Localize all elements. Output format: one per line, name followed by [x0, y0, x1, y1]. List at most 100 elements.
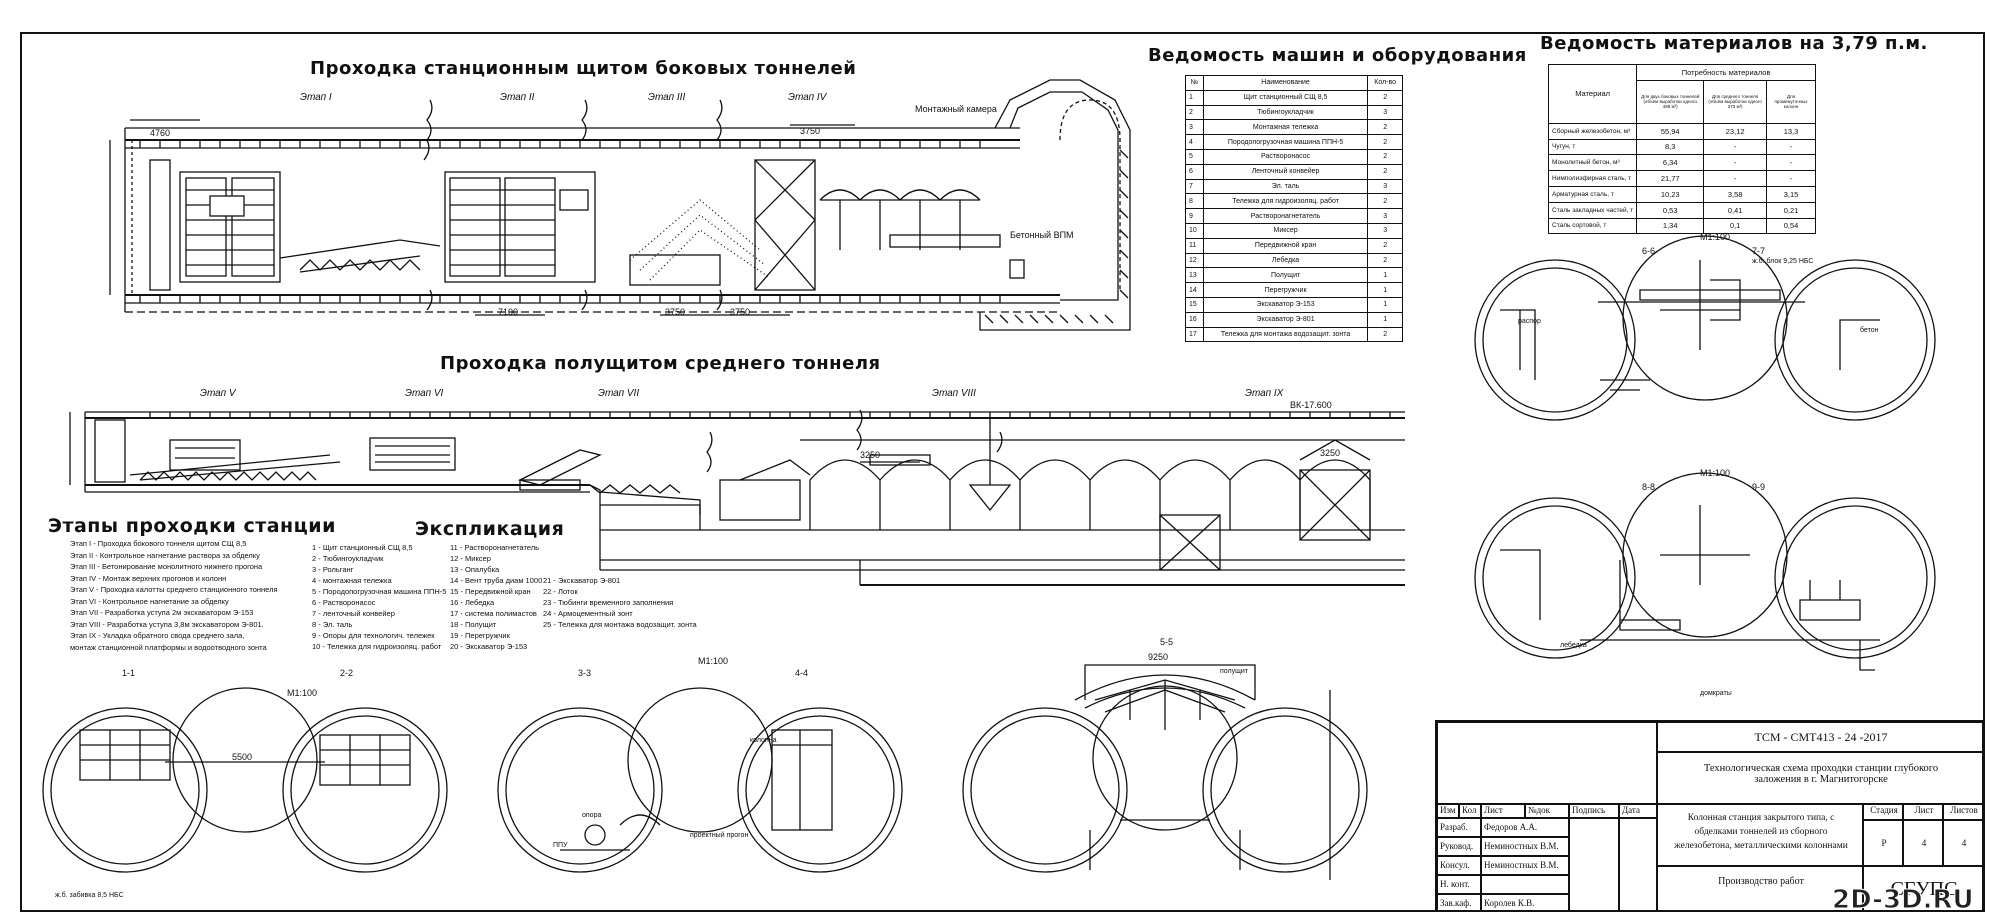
table-cell: 2	[1367, 119, 1403, 136]
label-kolonna: колонна	[750, 737, 777, 744]
table-header: Кол-во	[1367, 75, 1403, 91]
list-item: 9 - Опоры для технологич. тележек	[312, 631, 435, 640]
materials-table: Материал Потребность материалов Для двух…	[1547, 64, 1816, 235]
table-cell: 15	[1185, 296, 1204, 313]
section-label: 5-5	[1160, 637, 1174, 647]
table-cell: 3,58	[1703, 185, 1768, 203]
list-item: 15 - Передвижной кран	[450, 587, 531, 596]
title-explication: Экспликация	[415, 518, 565, 540]
cross-sections-right	[1474, 235, 1936, 671]
explication-col1: 1 - Щит станционный СЩ 8,5 2 - Тюбингоук…	[312, 542, 446, 652]
stage-label: Этап II	[500, 92, 535, 103]
table-cell: 3	[1367, 178, 1403, 195]
table-cell: 1	[1367, 311, 1403, 328]
signature-column	[1569, 818, 1619, 912]
title-materials: Ведомость материалов на 3,79 п.м.	[1540, 33, 1928, 54]
right-label: Монтажный камера	[915, 104, 997, 114]
table-cell: 17	[1185, 326, 1204, 343]
note-bottom: ж.б. забивка 8,5 НБС	[55, 892, 124, 899]
section-label: 1-1	[122, 668, 136, 678]
drawing-description: Колонная станция закрытого типа, с обдел…	[1657, 804, 1863, 866]
table-cell: Растворонасос	[1202, 148, 1369, 165]
section-label: 7-7	[1752, 246, 1766, 256]
stage-label: Стадия	[1863, 804, 1903, 820]
dim-5500: 5500	[232, 752, 253, 762]
list-item: 5 - Породопогрузочная машина ППН-5	[312, 587, 447, 596]
table-cell: 10,23	[1636, 185, 1705, 203]
list-item: 8 - Эл. таль	[312, 620, 353, 629]
list-item: Этап VII - Разработка уступа 2м экскават…	[70, 608, 254, 617]
table-cell: Породопогрузочная машина ППН-5	[1202, 134, 1369, 150]
table-cell: 55,94	[1636, 122, 1705, 140]
table-cell: -	[1766, 138, 1816, 156]
table-cell: Ленточный конвейер	[1202, 163, 1369, 180]
section-label: 4-4	[795, 668, 809, 678]
table-header: Для среднего тоннеля (объём выработки од…	[1703, 79, 1768, 124]
sheet-value: 4	[1903, 820, 1943, 866]
table-cell: 2	[1367, 237, 1403, 254]
stage-label: Этап III	[648, 92, 686, 103]
sheets-label: Листов	[1943, 804, 1983, 820]
table-header: Для промежуточных колонн	[1766, 79, 1816, 124]
table-cell: 13,3	[1766, 122, 1816, 140]
title-side-tunnels: Проходка станционным щитом боковых тонне…	[310, 58, 857, 79]
list-item: Этап III - Бетонирование монолитного ниж…	[70, 562, 263, 571]
table-cell: 14	[1185, 282, 1204, 298]
table-cell: 8,3	[1636, 138, 1705, 156]
table-cell: 1	[1367, 267, 1403, 284]
list-item: 17 - система полимастов	[450, 609, 537, 618]
sheet-label: Лист	[1903, 804, 1943, 820]
table-cell: 2	[1367, 89, 1403, 106]
table-cell: Полущит	[1202, 267, 1369, 284]
stage-label: Этап V	[200, 388, 236, 399]
table-cell: 12	[1185, 252, 1204, 269]
table-cell: Растворонагнетатель	[1202, 208, 1369, 224]
list-item: Этап I - Проходка бокового тоннеля щитом…	[70, 539, 247, 548]
table-cell: Тюбингоукладчик	[1202, 104, 1369, 121]
table-cell: -	[1766, 170, 1816, 187]
stamp-person: Королев К.В.	[1481, 894, 1569, 912]
scale-label: М1:100	[1700, 468, 1731, 478]
date-column	[1619, 818, 1657, 912]
table-cell: Передвижной кран	[1202, 237, 1369, 254]
scale-label: М1:100	[287, 688, 318, 698]
table-cell: 0,54	[1766, 217, 1816, 235]
table-cell: Миксер	[1202, 222, 1369, 239]
label-proektnyi: проектный прогон	[690, 832, 749, 839]
table-header: Потребность материалов	[1636, 64, 1816, 81]
table-cell: 8	[1185, 193, 1204, 210]
dim-7100: 7100	[498, 307, 519, 317]
label-domkraty: домкраты	[1700, 690, 1732, 697]
stamp-head: Лист	[1481, 804, 1525, 818]
table-cell: 1	[1185, 89, 1204, 106]
list-item: Этап IX - Укладка обратного свода средне…	[70, 631, 245, 640]
table-cell: Щит станционный СЩ 8,5	[1202, 89, 1369, 106]
drawing-title: Технологическая схема проходки станции г…	[1657, 752, 1983, 804]
section-label: 6-6	[1642, 246, 1656, 256]
table-cell: 16	[1185, 311, 1204, 328]
table-cell: -	[1703, 170, 1768, 187]
desc-line: обделками тоннелей из сборного	[1694, 827, 1828, 837]
list-item: 12 - Миксер	[450, 554, 491, 563]
stamp-head: Подпись	[1569, 804, 1619, 818]
table-header: Наименование	[1202, 75, 1369, 91]
list-item: 24 - Армоцементный зонт	[543, 609, 633, 618]
work-type: Производство работ	[1657, 866, 1863, 912]
scale-label: М1:100	[1700, 232, 1731, 242]
dim-3750c: 3750	[730, 307, 751, 317]
label-opora: опора	[582, 812, 602, 819]
stamp-person	[1481, 875, 1569, 894]
table-cell: Перегружчик	[1202, 282, 1369, 298]
explication-col3: 21 - Экскаватор Э-801 22 - Лоток 23 - Тю…	[543, 575, 697, 630]
